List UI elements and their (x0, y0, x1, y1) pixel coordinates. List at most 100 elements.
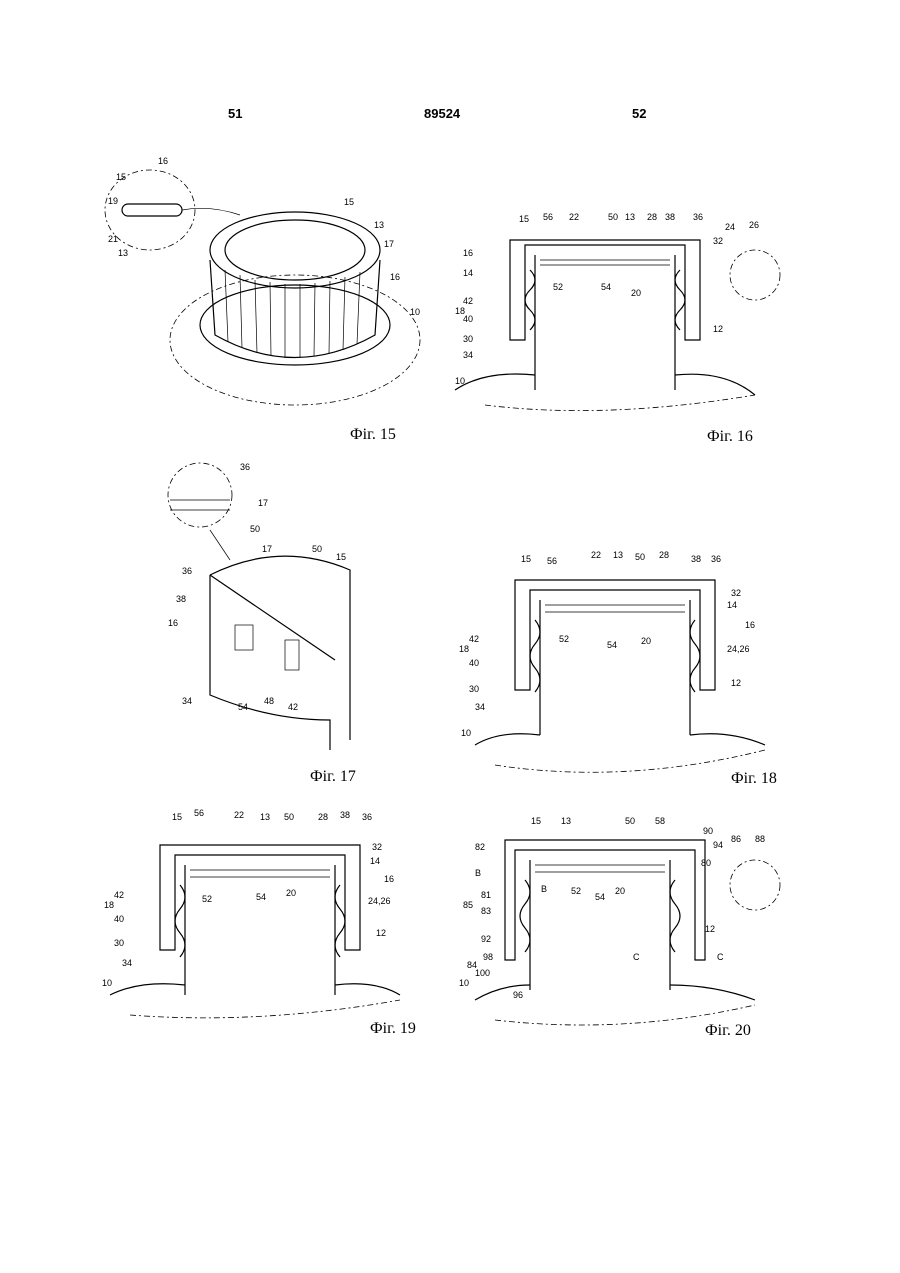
fig15-label-16b: 16 (390, 272, 400, 282)
fig18-label: 32 (731, 588, 741, 598)
fig20-label: 94 (713, 840, 723, 850)
fig19-label: 30 (114, 938, 124, 948)
fig18-label: 36 (711, 554, 721, 564)
fig20-label: 88 (755, 834, 765, 844)
fig20-label: 52 (571, 886, 581, 896)
fig16-label: 10 (455, 376, 465, 386)
fig19-label: 16 (384, 874, 394, 884)
fig17-label: 34 (182, 696, 192, 706)
fig18-label: 42 (469, 634, 479, 644)
fig20-label: 83 (481, 906, 491, 916)
fig17-label: 42 (288, 702, 298, 712)
fig16-label: 15 (519, 214, 529, 224)
fig18-label: 56 (547, 556, 557, 566)
fig19-label: 14 (370, 856, 380, 866)
fig18-label: 54 (607, 640, 617, 650)
fig17-label: 50 (250, 524, 260, 534)
fig15-label-15b: 15 (344, 197, 354, 207)
fig20-label: 15 (531, 816, 541, 826)
fig20-label: 92 (481, 934, 491, 944)
fig20-label: 86 (731, 834, 741, 844)
fig16-label: 38 (665, 212, 675, 222)
fig20-label: 58 (655, 816, 665, 826)
fig19-label: 32 (372, 842, 382, 852)
figure-15: 16 15 19 21 13 15 13 17 16 10 Фіг. 15 (100, 150, 430, 420)
fig16-label: 14 (463, 268, 473, 278)
right-page-number: 52 (632, 106, 646, 121)
fig20-label: 98 (483, 952, 493, 962)
fig17-label: 48 (264, 696, 274, 706)
fig19-label: 22 (234, 810, 244, 820)
fig18-label: 20 (641, 636, 651, 646)
fig20-label: 90 (703, 826, 713, 836)
fig19-label: 42 (114, 890, 124, 900)
fig20-label: B (541, 884, 547, 894)
fig20-label: 10 (459, 978, 469, 988)
fig17-label: 54 (238, 702, 248, 712)
fig16-label: 32 (713, 236, 723, 246)
figure-15-caption: Фіг. 15 (350, 426, 396, 444)
fig16-label: 24 (725, 222, 735, 232)
fig19-label: 15 (172, 812, 182, 822)
fig19-label: 40 (114, 914, 124, 924)
fig16-label: 22 (569, 212, 579, 222)
figure-18: 15 56 22 13 50 28 38 36 32 14 16 24,26 1… (455, 550, 785, 790)
figure-20-drawing: 15 13 50 58 90 94 86 88 82 80 B 81 B 52 … (455, 800, 785, 1040)
fig15-label-19: 19 (108, 196, 118, 206)
figure-19-caption: Фіг. 19 (370, 1020, 416, 1038)
fig19-label: 20 (286, 888, 296, 898)
patent-number: 89524 (424, 106, 460, 121)
fig19-label: 36 (362, 812, 372, 822)
fig18-label: 10 (461, 728, 471, 738)
fig17-label: 36 (182, 566, 192, 576)
fig15-label-10: 10 (410, 307, 420, 317)
figure-17-caption: Фіг. 17 (310, 768, 356, 786)
fig20-label: 20 (615, 886, 625, 896)
fig16-label: 12 (713, 324, 723, 334)
fig17-label: 16 (168, 618, 178, 628)
fig15-label-15: 15 (116, 172, 126, 182)
fig20-label: 96 (513, 990, 523, 1000)
fig19-label: 38 (340, 810, 350, 820)
fig19-label: 28 (318, 812, 328, 822)
fig18-label: 30 (469, 684, 479, 694)
fig16-label: 36 (693, 212, 703, 222)
fig17-label: 17 (258, 498, 268, 508)
fig19-label: 54 (256, 892, 266, 902)
fig18-label: 34 (475, 702, 485, 712)
figure-18-drawing: 15 56 22 13 50 28 38 36 32 14 16 24,26 1… (455, 550, 785, 790)
figure-19-drawing: 15 56 22 13 50 28 38 36 32 14 16 24,26 1… (100, 800, 430, 1040)
fig18-label: 14 (727, 600, 737, 610)
fig19-label: 12 (376, 928, 386, 938)
fig19-label: 52 (202, 894, 212, 904)
fig18-label: 24,26 (727, 644, 750, 654)
fig15-label-13b: 13 (374, 220, 384, 230)
fig15-label-13: 13 (118, 248, 128, 258)
figure-18-caption: Фіг. 18 (731, 770, 777, 788)
fig15-label-21: 21 (108, 234, 118, 244)
fig19-label: 34 (122, 958, 132, 968)
fig15-label-17: 17 (384, 239, 394, 249)
fig19-label: 13 (260, 812, 270, 822)
fig18-label: 18 (459, 644, 469, 654)
figure-15-drawing: 16 15 19 21 13 15 13 17 16 10 (100, 150, 430, 420)
fig17-label: 36 (240, 462, 250, 472)
fig16-label: 13 (625, 212, 635, 222)
fig16-label: 42 (463, 296, 473, 306)
left-page-number: 51 (228, 106, 242, 121)
fig18-label: 38 (691, 554, 701, 564)
fig20-label: 12 (705, 924, 715, 934)
fig20-label: 100 (475, 968, 490, 978)
fig20-label: C (717, 952, 724, 962)
fig16-label: 28 (647, 212, 657, 222)
fig20-label: 54 (595, 892, 605, 902)
fig18-label: 50 (635, 552, 645, 562)
fig18-label: 16 (745, 620, 755, 630)
fig16-label: 40 (463, 314, 473, 324)
fig18-label: 40 (469, 658, 479, 668)
figure-16: 15 56 22 50 13 28 38 36 16 14 32 24 26 1… (455, 210, 785, 410)
fig18-label: 52 (559, 634, 569, 644)
fig20-label: 85 (463, 900, 473, 910)
fig18-label: 15 (521, 554, 531, 564)
fig16-label: 16 (463, 248, 473, 258)
